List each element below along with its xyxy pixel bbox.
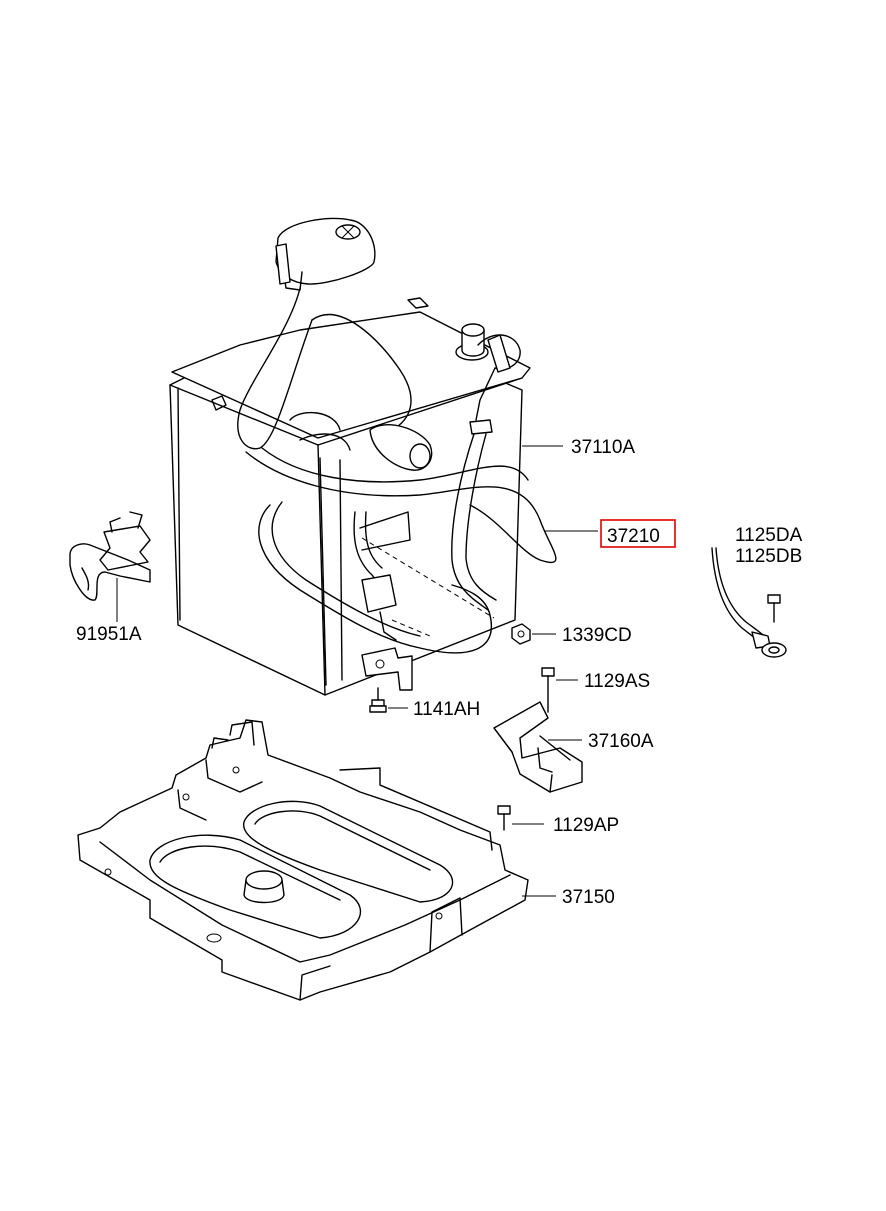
callout-37110a: 37110A bbox=[571, 437, 635, 458]
nut-1339cd bbox=[511, 623, 531, 645]
bolt-1129as bbox=[541, 667, 555, 713]
battery bbox=[169, 297, 531, 696]
callout-labels: 37110A 37210 1125DA 1125DB 91951A 1339CD… bbox=[76, 437, 803, 908]
callout-37210: 37210 bbox=[607, 526, 660, 547]
battery-tray bbox=[77, 719, 529, 1001]
leader-lines bbox=[116, 445, 598, 897]
callout-1125db: 1125DB bbox=[735, 546, 802, 567]
callout-37150: 37150 bbox=[562, 887, 615, 908]
callout-1339cd: 1339CD bbox=[562, 625, 632, 646]
ground-cable bbox=[711, 547, 787, 658]
bracket-37160a bbox=[493, 701, 583, 793]
callout-1129ap: 1129AP bbox=[553, 815, 619, 836]
callout-1141ah: 1141AH bbox=[413, 699, 480, 720]
callout-highlight-box bbox=[600, 519, 676, 548]
bolt-1129ap bbox=[497, 805, 511, 831]
bolt-1141ah bbox=[369, 687, 387, 713]
callout-1129as: 1129AS bbox=[584, 671, 650, 692]
bracket-91951a bbox=[69, 511, 151, 601]
callout-91951a: 91951A bbox=[76, 624, 142, 645]
callout-1125da: 1125DA bbox=[735, 525, 803, 546]
callout-37160a: 37160A bbox=[588, 731, 654, 752]
battery-cable-assembly bbox=[237, 217, 557, 691]
